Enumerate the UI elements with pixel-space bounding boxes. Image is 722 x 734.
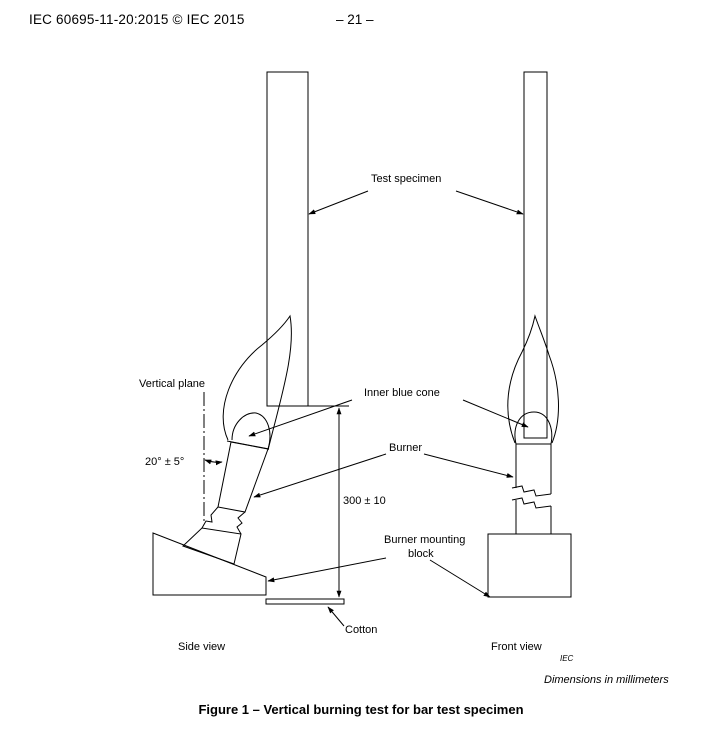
leader-test-specimen-left xyxy=(308,190,369,215)
figure-caption: Figure 1 – Vertical burning test for bar… xyxy=(198,702,524,717)
label-inner-blue-cone: Inner blue cone xyxy=(364,387,440,399)
front-burner-break xyxy=(511,485,552,509)
label-side-view: Side view xyxy=(178,641,225,653)
front-burner-tube-upper xyxy=(515,444,552,494)
leader-block-left xyxy=(267,557,387,583)
label-test-specimen: Test specimen xyxy=(371,173,441,185)
label-cotton: Cotton xyxy=(345,624,377,636)
label-vertical-plane: Vertical plane xyxy=(139,378,205,390)
leader-test-specimen-right xyxy=(455,190,524,215)
leader-inner-cone-right xyxy=(462,399,529,428)
label-burner: Burner xyxy=(389,442,422,454)
leader-burner-right xyxy=(423,453,514,478)
side-cotton xyxy=(265,598,345,605)
header-page-number: – 21 – xyxy=(336,12,374,27)
label-dimensions-note: Dimensions in millimeters xyxy=(544,674,669,686)
side-test-specimen xyxy=(266,71,309,407)
side-burner-break-right xyxy=(236,511,246,535)
side-burner-tube-upper xyxy=(217,441,269,513)
leader-block-right xyxy=(429,559,491,598)
label-angle: 20° ± 5° xyxy=(145,456,184,468)
leader-cotton xyxy=(327,606,345,627)
front-burner-mounting-block xyxy=(487,533,572,598)
label-distance: 300 ± 10 xyxy=(343,495,386,507)
side-burner-break-left xyxy=(201,506,219,529)
side-flame-outer xyxy=(222,314,292,451)
angle-arrow xyxy=(204,459,223,466)
front-flame-outer xyxy=(507,314,559,444)
label-burner-mounting-line1: Burner mounting xyxy=(384,534,465,546)
side-burner-band xyxy=(226,440,270,450)
front-test-specimen xyxy=(523,71,548,439)
side-burner-tube-lower xyxy=(182,527,242,565)
front-burner-tube-lower xyxy=(515,500,552,534)
label-burner-mounting-line2: block xyxy=(408,548,434,560)
front-inner-blue-cone xyxy=(514,411,553,445)
header-standard: IEC 60695-11-20:2015 © IEC 2015 xyxy=(29,12,245,27)
side-burner-mounting-block xyxy=(152,532,267,596)
leader-inner-cone-left xyxy=(248,399,353,437)
label-front-view: Front view xyxy=(491,641,542,653)
label-iec: IEC xyxy=(560,654,574,663)
side-inner-blue-cone xyxy=(231,412,271,450)
leader-burner-left xyxy=(253,453,387,498)
